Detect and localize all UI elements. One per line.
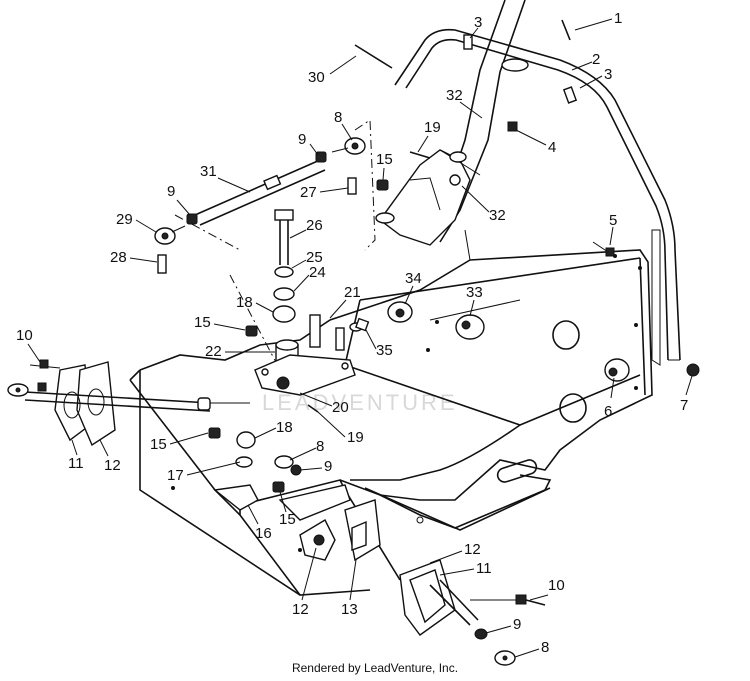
callout-11: 11 — [476, 560, 492, 577]
callout-2: 2 — [592, 51, 600, 68]
callout-3: 3 — [474, 14, 482, 31]
callout-18: 18 — [236, 294, 253, 311]
callout-16: 16 — [255, 525, 272, 542]
right-cable-assembly — [399, 559, 546, 666]
callouts: 1 2 3 3 4 5 6 7 8 9 31 27 15 9 29 28 26 … — [16, 10, 693, 658]
steering-column — [375, 0, 529, 246]
callout-13: 13 — [341, 601, 358, 618]
callout-34: 34 — [405, 270, 422, 287]
callout-35: 35 — [376, 342, 393, 359]
callout-27: 28 — [110, 249, 127, 266]
callout-11: 11 — [68, 455, 84, 472]
callout-14: 12 — [292, 601, 309, 618]
callout-24: 25 — [306, 249, 323, 266]
callout-6: 6 — [604, 403, 612, 420]
callout-19: 19 — [347, 429, 364, 446]
callout-32: 32 — [489, 207, 506, 224]
callout-20: 20 — [332, 399, 349, 416]
callout-17: 17 — [167, 467, 184, 484]
callout-23: 24 — [309, 264, 326, 281]
callout-10: 10 — [548, 577, 565, 594]
callout-15: 15 — [194, 314, 211, 331]
callout-12: 12 — [104, 457, 121, 474]
callout-8: 8 — [316, 438, 324, 455]
callout-1: 1 — [614, 10, 622, 27]
bolts — [157, 177, 357, 351]
callout-18: 18 — [276, 419, 293, 436]
callout-9: 9 — [324, 458, 332, 475]
callout-9: 9 — [167, 183, 175, 200]
callout-28: 29 — [116, 211, 133, 228]
callout-9: 9 — [513, 616, 521, 633]
left-cable-assembly — [7, 359, 250, 447]
callout-26: 27 — [300, 184, 317, 201]
callout-5: 5 — [609, 212, 617, 229]
callout-12: 12 — [464, 541, 481, 558]
callout-19: 19 — [424, 119, 441, 136]
steering-rod — [194, 159, 326, 226]
callout-25: 26 — [306, 217, 323, 234]
callout-15: 15 — [150, 436, 167, 453]
callout-4: 4 — [548, 139, 556, 156]
callout-15: 15 — [376, 151, 393, 168]
callout-9: 9 — [298, 131, 306, 148]
callout-29: 31 — [200, 163, 217, 180]
callout-15: 15 — [279, 511, 296, 528]
callout-10: 10 — [16, 327, 33, 344]
callout-21: 21 — [344, 284, 361, 301]
callout-3: 3 — [604, 66, 612, 83]
footer-credit: Rendered by LeadVenture, Inc. — [291, 661, 459, 675]
callout-22: 22 — [205, 343, 222, 360]
callout-8: 8 — [334, 109, 342, 126]
callout-33: 33 — [466, 284, 483, 301]
callout-31: 32 — [446, 87, 463, 104]
callout-7: 7 — [680, 397, 688, 414]
callout-30: 30 — [308, 69, 325, 86]
callout-8: 8 — [541, 639, 549, 656]
handlebar — [394, 28, 681, 366]
chassis-frame — [129, 229, 653, 596]
